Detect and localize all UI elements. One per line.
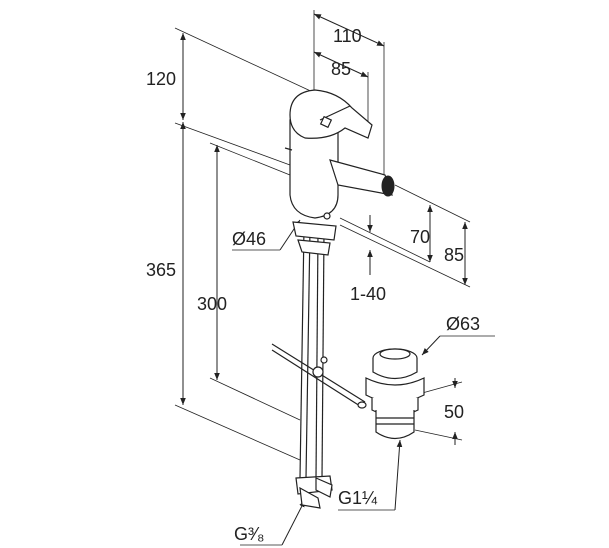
lever-hole xyxy=(319,115,333,129)
dim-line-85-top xyxy=(313,51,369,78)
drain-linkage xyxy=(357,401,367,409)
lever-handle xyxy=(289,89,373,139)
spout xyxy=(329,159,393,196)
label-110: 110 xyxy=(333,26,362,46)
drain-cap-inner xyxy=(379,348,411,360)
label-85-top: 85 xyxy=(331,59,351,79)
label-85-right: 85 xyxy=(444,245,464,265)
spout-outlet xyxy=(381,175,395,197)
bottom-nut-right xyxy=(315,477,333,498)
label-50: 50 xyxy=(444,402,464,422)
label-g3-8: G³⁄₈ xyxy=(234,524,264,544)
mount-nut xyxy=(297,239,331,256)
pop-up-waste xyxy=(357,348,425,440)
supply-pipe-right-inner xyxy=(321,231,325,479)
dimension-labels: 110 85 120 365 300 Ø46 70 85 1-40 Ø63 50… xyxy=(146,26,480,544)
drain-cap xyxy=(372,358,418,380)
ext-line-top xyxy=(174,27,331,101)
label-365: 365 xyxy=(146,260,176,280)
rod-screw xyxy=(320,356,328,364)
rod-clip xyxy=(312,366,324,378)
label-g1-1-4: G1¼ xyxy=(338,488,378,508)
faucet-body xyxy=(289,119,339,219)
supply-pipe-right xyxy=(315,231,319,479)
g38-connector xyxy=(299,486,321,509)
ext-line-outlet xyxy=(394,184,471,223)
leader-63 xyxy=(421,335,441,356)
mount-screw xyxy=(323,212,331,220)
ext-line-120-bottom xyxy=(174,122,291,166)
label-120: 120 xyxy=(146,69,176,89)
label-1-40: 1-40 xyxy=(350,284,386,304)
label-70: 70 xyxy=(410,227,430,247)
label-300: 300 xyxy=(197,294,227,314)
dim-line-110 xyxy=(313,13,385,47)
leader-g38 xyxy=(281,499,306,546)
supply-pipe-left-inner xyxy=(305,227,311,479)
ext-line-365-bottom xyxy=(174,404,301,461)
label-diameter-63: Ø63 xyxy=(446,314,480,334)
supply-pipe-left xyxy=(299,227,305,479)
label-diameter-46: Ø46 xyxy=(232,229,266,249)
ext-line-70-base xyxy=(339,217,431,263)
ext-line-300-bottom xyxy=(209,377,301,421)
dimension-lines xyxy=(174,10,495,546)
mount-plate xyxy=(292,221,337,241)
pop-up-rod-top xyxy=(284,147,293,151)
faucet-assembly xyxy=(271,89,395,509)
ext-line-300-top xyxy=(209,142,291,176)
pull-rod-lower xyxy=(271,349,361,407)
leader-g114 xyxy=(394,439,403,511)
ext-line-base xyxy=(339,224,471,288)
